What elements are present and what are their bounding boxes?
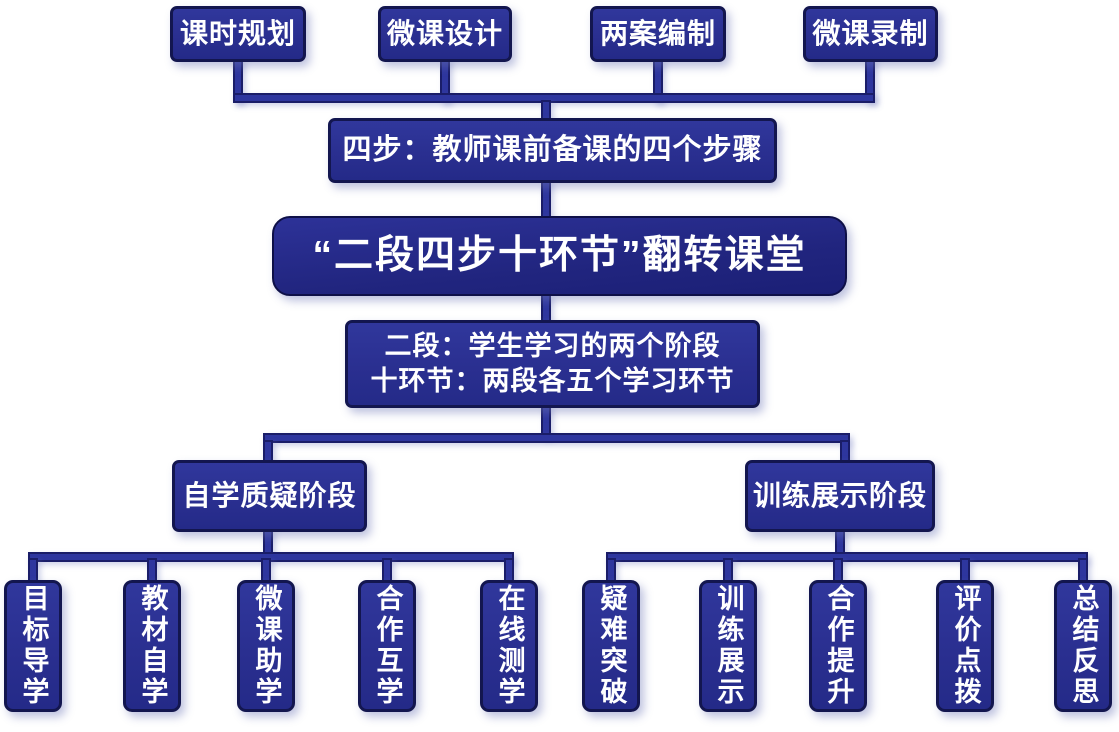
phase-box-cooperative-improvement: 合作提升 [809,580,867,712]
phase-box-goal-guided-learning: 目标导学 [4,580,62,712]
main-title-box: “二段四步十环节”翻转课堂 [272,216,847,296]
phase-box-online-testing: 在线测学 [480,580,538,712]
phase-label: 合作互学 [372,584,403,708]
learning-summary-line2: 十环节：两段各五个学习环节 [370,366,735,396]
phase-box-cooperative-mutual-learning: 合作互学 [358,580,416,712]
phase-box-difficulty-breakthrough: 疑难突破 [582,580,640,712]
phase-box-summary-reflection: 总结反思 [1054,580,1112,712]
phase-box-training-presentation: 训练展示 [699,580,757,712]
phase-label: 总结反思 [1068,584,1099,708]
connector [606,552,1088,562]
connector [28,552,514,562]
prep-summary-box: 四步：教师课前备课的四个步骤 [328,118,777,183]
phase-label: 疑难突破 [596,584,627,708]
prep-step-box-micro-lecture-design: 微课设计 [378,6,512,62]
prep-step-box-micro-lecture-recording: 微课录制 [803,6,938,62]
phase-box-micro-lecture-assisted-learning: 微课助学 [237,580,295,712]
learning-summary-line1: 二段：学生学习的两个阶段 [384,330,721,361]
connector [263,433,850,443]
phase-box-evaluation-guidance: 评价点拨 [936,580,994,712]
phase-label: 合作提升 [823,584,854,708]
prep-step-box-two-plans-compilation: 两案编制 [590,6,726,62]
prep-step-box-lesson-planning: 课时规划 [170,6,306,62]
phase-label: 训练展示 [713,584,744,708]
phase-label: 微课助学 [251,584,282,708]
phase-label: 目标导学 [18,584,49,708]
phase-label: 评价点拨 [950,584,981,708]
phase-label: 教材自学 [137,584,168,708]
connector [233,93,875,103]
learning-summary-box: 二段：学生学习的两个阶段 十环节：两段各五个学习环节 [345,320,760,408]
stage-box-training-presentation: 训练展示阶段 [745,460,935,532]
stage-box-self-study-questioning: 自学质疑阶段 [172,460,367,532]
phase-label: 在线测学 [494,584,525,708]
phase-box-textbook-self-study: 教材自学 [123,580,181,712]
